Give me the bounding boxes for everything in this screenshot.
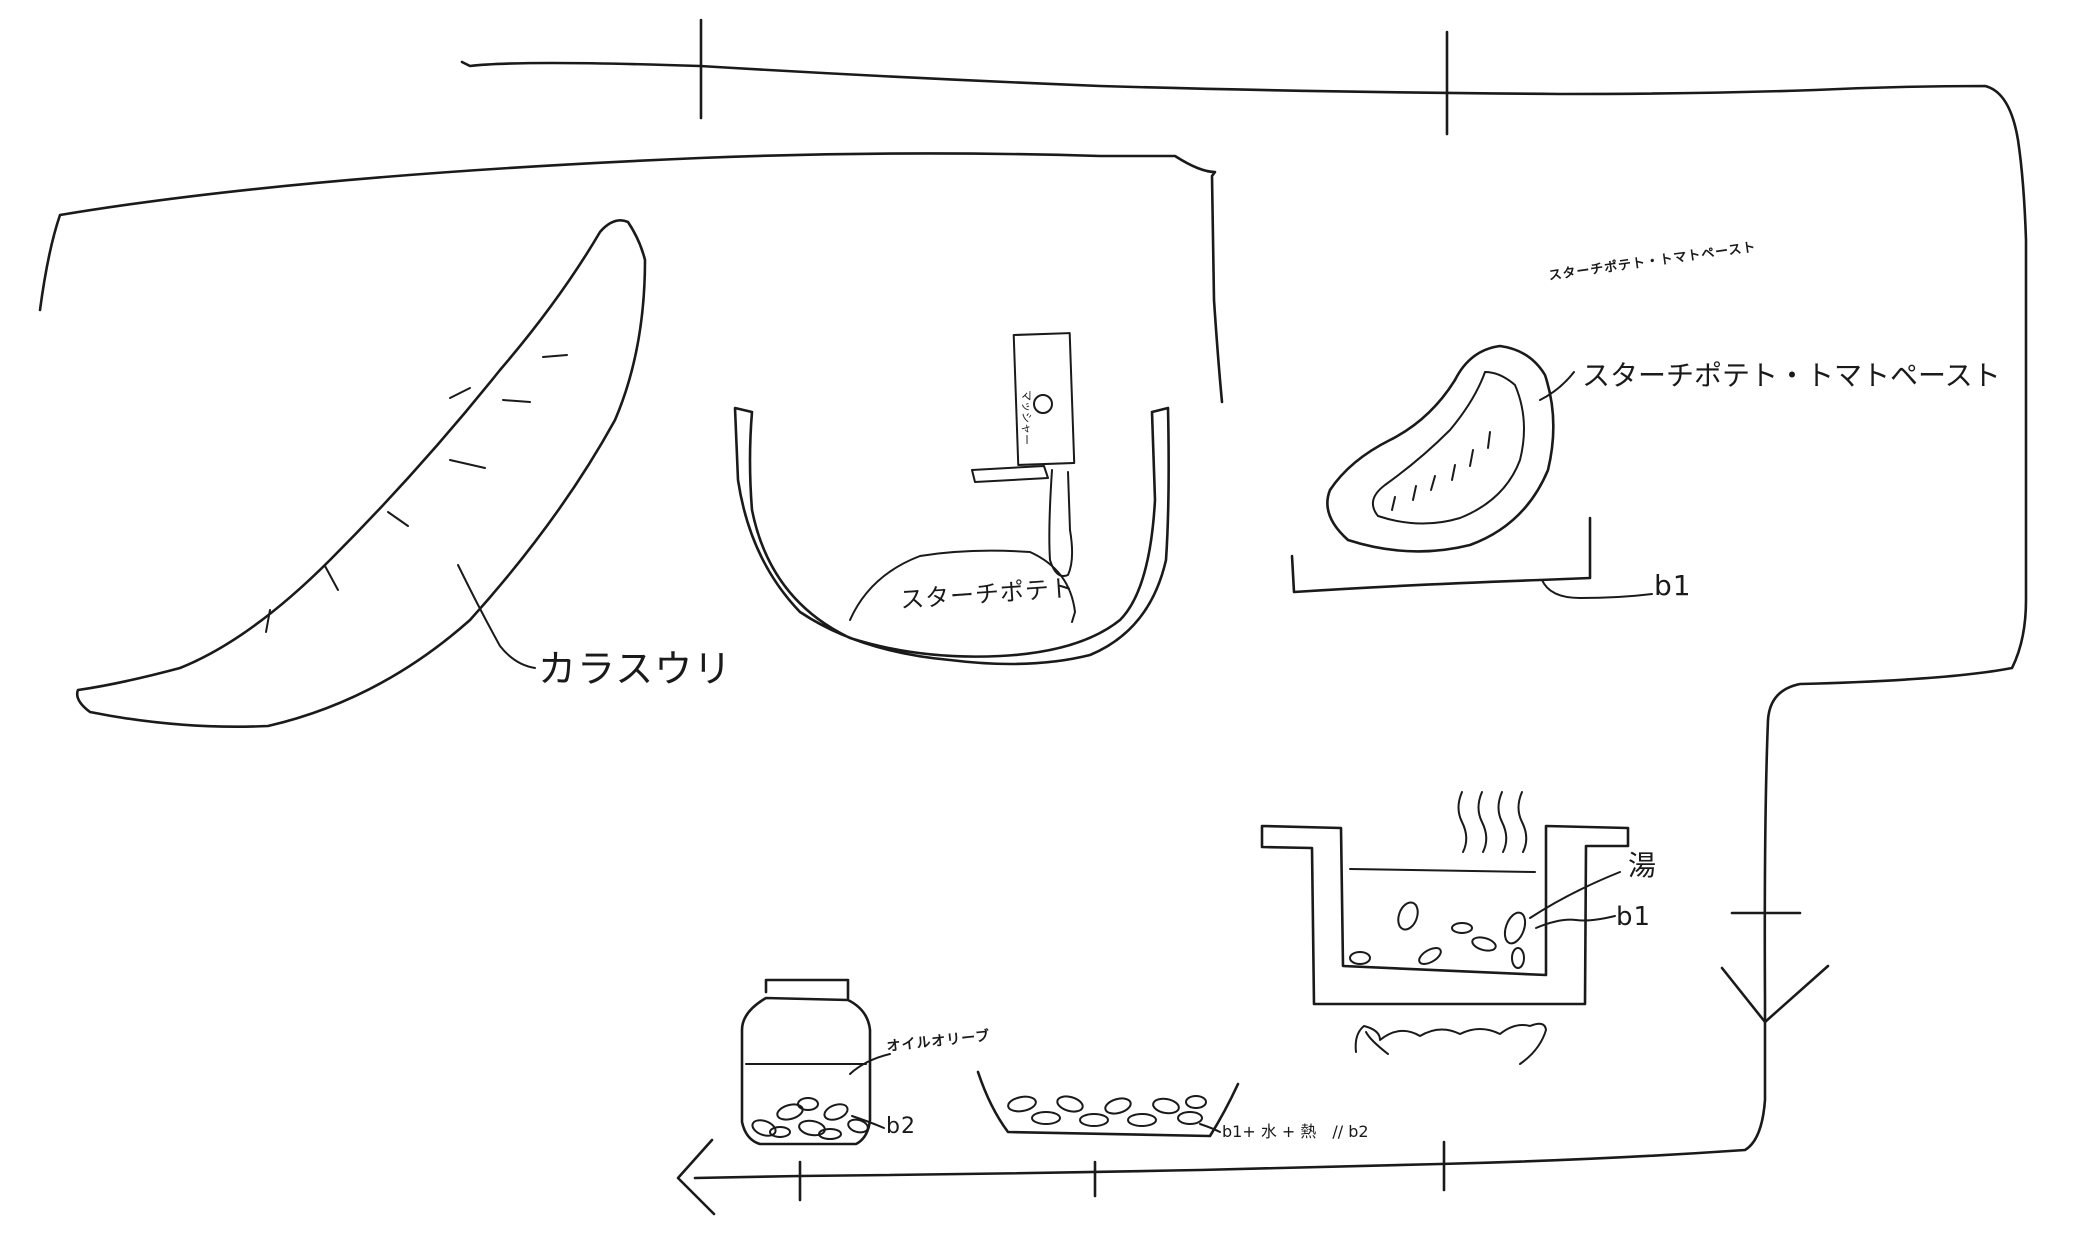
label-b2-jar: b2: [886, 1116, 916, 1138]
paste-tray-leader: [1542, 580, 1652, 598]
boil-piece-4: [1417, 945, 1444, 967]
boil-piece-1: [1395, 900, 1421, 932]
paste-outer: [1327, 346, 1553, 551]
boil-piece-5: [1350, 952, 1370, 964]
boil-piece-6: [1501, 910, 1529, 946]
pot-outer: [735, 408, 1169, 664]
gourd-stripe-4: [388, 512, 408, 526]
boil-water-leader: [1530, 872, 1620, 918]
masher-shaft: [972, 466, 1048, 482]
flow-arrow-down: [1722, 966, 1828, 1022]
boil-piece-3: [1471, 935, 1497, 953]
label-b1-paste: b1: [1654, 572, 1692, 600]
boil-b1-leader: [1536, 916, 1615, 928]
jar-body: [742, 998, 870, 1144]
boil-steam-4: [1519, 792, 1527, 852]
jar-pieces: [750, 1098, 869, 1139]
tray-pieces: [1007, 1094, 1206, 1126]
gourd-leader: [458, 565, 535, 668]
paste-stripe-5: [1470, 450, 1473, 466]
paste-stripe-3: [1431, 476, 1435, 490]
label-tray: b1+ 水 + 熱 // b2: [1222, 1124, 1369, 1140]
label-b1-pot: b1: [1616, 904, 1651, 930]
gourd-stripe-2: [503, 400, 530, 402]
paste-stripe-6: [1488, 432, 1490, 448]
frame-line: [40, 153, 1222, 402]
label-karasuuri: カラスウリ: [538, 650, 732, 688]
label-paste: スターチポテト・トマトペースト: [1582, 362, 2001, 390]
paste-stripe-1: [1392, 497, 1395, 510]
label-hot-water: 湯: [1628, 852, 1657, 880]
boil-steam-2: [1479, 792, 1487, 852]
flow-line-top: [462, 62, 2026, 1178]
boil-piece-2: [1452, 923, 1472, 933]
masher-ring: [1034, 395, 1052, 413]
paste-inner: [1373, 372, 1524, 524]
boil-steam-3: [1499, 792, 1507, 852]
jar-lid: [766, 980, 848, 998]
gourd-stripe-6: [266, 610, 270, 632]
gourd-stripe-1: [543, 355, 567, 357]
label-masher: マッシャー: [1021, 390, 1032, 445]
boil-water-line: [1350, 869, 1535, 872]
boil-piece-7: [1512, 948, 1524, 968]
gourd-stripe-5: [325, 566, 338, 590]
boil-burner: [1356, 1024, 1546, 1064]
boil-steam-1: [1459, 792, 1467, 852]
gourd-stripe-7: [450, 388, 470, 398]
boil-pot-body: [1262, 826, 1628, 1004]
masher-head: [1049, 470, 1072, 576]
gourd-stripe-3: [450, 460, 485, 468]
paste-stripe-2: [1413, 486, 1416, 500]
paste-stripe-4: [1452, 465, 1455, 480]
